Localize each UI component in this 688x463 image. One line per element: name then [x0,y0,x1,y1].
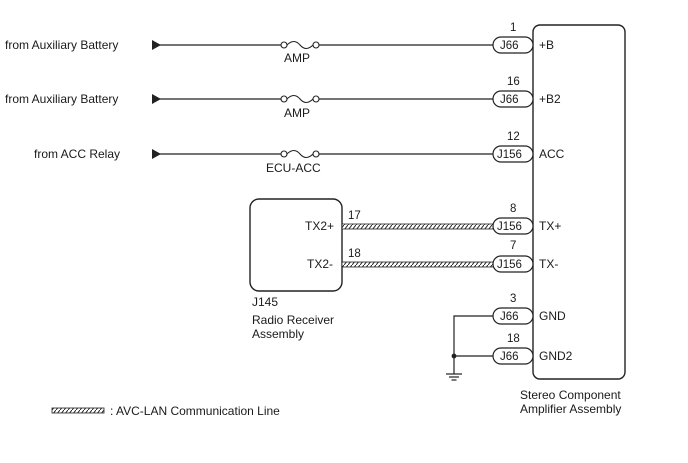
lan-row-2: TX2- 18 7 J156 TX- [307,240,558,273]
legend: : AVC-LAN Communication Line [51,404,280,418]
radio-id: J145 [252,295,278,309]
fuse-label: AMP [284,51,310,65]
terminal-label: +B [539,38,554,52]
avc-lan-legend-swatch-icon [51,407,105,414]
terminal-label: GND [539,309,566,323]
amplifier-box [532,24,626,380]
terminal-label: TX- [539,257,558,271]
radio-pin-number: 18 [348,248,361,260]
connector-label: J66 [500,40,519,52]
radio-receiver-box [249,198,343,292]
pin-number: 18 [507,333,520,345]
fuse-label: ECU-ACC [266,161,321,175]
ground-symbol-icon [446,373,462,381]
pin-number: 7 [510,240,516,252]
radio-terminal-label: TX2+ [305,219,334,233]
radio-terminal-label: TX2- [307,257,333,271]
pin-number: 1 [510,22,516,34]
input-source-label: from ACC Relay [34,147,120,161]
amplifier-name-line1: Stereo Component [520,388,621,402]
ground-row-2: 18 J66 GND2 [492,333,573,365]
amplifier-name-line2: Amplifier Assembly [520,402,621,416]
radio-name-line2: Assembly [252,327,304,341]
pin-number: 16 [507,76,520,88]
ground-wire [453,315,493,374]
connector-label: J156 [497,221,522,233]
connector-label: J66 [500,351,519,363]
pin-number: 3 [510,293,516,305]
pin-number: 8 [510,203,516,215]
connector-label: J66 [500,94,519,106]
connector-label: J156 [497,149,522,161]
fuse-label: AMP [284,106,310,120]
lan-row-1: TX2+ 17 8 J156 TX+ [305,203,561,235]
input-row-3: from ACC Relay ECU-ACC 12 J156 ACC [34,131,565,175]
input-row-1: from Auxiliary Battery AMP 1 J66 +B [5,22,554,65]
avc-lan-line [341,261,494,268]
radio-name-line1: Radio Receiver [252,313,334,327]
connector-label: J66 [500,311,519,323]
legend-label: : AVC-LAN Communication Line [110,404,280,418]
radio-pin-number: 17 [348,210,361,222]
pin-number: 12 [507,131,520,143]
terminal-label: GND2 [539,349,573,363]
input-source-label: from Auxiliary Battery [5,92,118,106]
terminal-label: TX+ [539,219,561,233]
avc-lan-line [341,223,494,230]
terminal-label: ACC [539,147,565,161]
input-row-2: from Auxiliary Battery AMP 16 J66 +B2 [5,76,561,120]
connector-label: J156 [497,259,522,271]
terminal-label: +B2 [539,92,561,106]
input-source-label: from Auxiliary Battery [5,38,118,52]
